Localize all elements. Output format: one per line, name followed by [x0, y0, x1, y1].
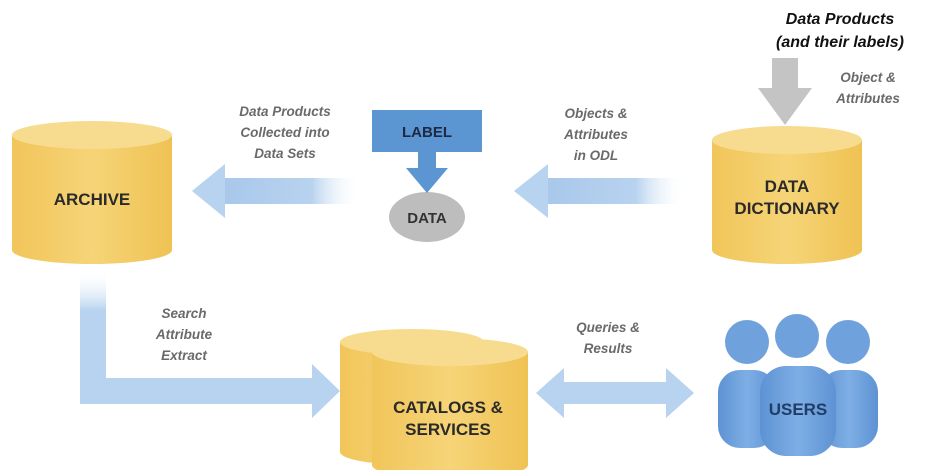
archive-cylinder: ARCHIVE — [12, 121, 172, 264]
dictionary-to-data-arrow — [514, 164, 685, 218]
caption-search-line3: Extract — [161, 348, 207, 363]
archive-to-catalogs-arrow — [80, 270, 340, 418]
catalogs-label-line1: CATALOGS & — [393, 398, 503, 417]
caption-data-products-line2: (and their labels) — [776, 34, 904, 51]
caption-objects-in-odl-line3: in ODL — [574, 148, 618, 163]
caption-data-products-collected: Data Products Collected into Data Sets — [239, 104, 331, 161]
caption-object-attributes-line1: Object & — [840, 70, 896, 85]
data-node: DATA — [389, 192, 465, 242]
users-icon: USERS — [718, 314, 878, 456]
users-label: USERS — [769, 400, 828, 419]
caption-search-extract: Search Attribute Extract — [155, 306, 213, 363]
archive-label: ARCHIVE — [54, 190, 131, 209]
caption-queries-results: Queries & Results — [576, 320, 640, 356]
caption-data-products-line1: Data Products — [786, 11, 895, 28]
catalogs-label-line2: SERVICES — [405, 420, 491, 439]
label-node: LABEL — [372, 110, 482, 193]
caption-object-attributes-line2: Attributes — [835, 91, 900, 106]
caption-queries-line1: Queries & — [576, 320, 640, 335]
gray-input-arrow — [758, 58, 812, 125]
caption-search-line2: Attribute — [155, 327, 213, 342]
caption-collected-line2: Collected into — [240, 125, 329, 140]
caption-collected-line1: Data Products — [239, 104, 331, 119]
caption-queries-line2: Results — [584, 341, 633, 356]
data-dictionary-label-line1: DATA — [765, 177, 810, 196]
caption-objects-in-odl-line2: Attributes — [563, 127, 628, 142]
queries-results-arrow — [536, 368, 694, 418]
data-dictionary-label-line2: DICTIONARY — [734, 199, 840, 218]
caption-objects-in-odl: Objects & Attributes in ODL — [563, 106, 628, 163]
data-dictionary-cylinder: DATA DICTIONARY — [712, 126, 862, 264]
caption-data-products-top: Data Products (and their labels) — [776, 11, 904, 51]
caption-search-line1: Search — [161, 306, 206, 321]
data-label: DATA — [407, 210, 447, 227]
catalogs-services-cylinder: CATALOGS & SERVICES — [340, 329, 528, 470]
caption-collected-line3: Data Sets — [254, 146, 316, 161]
caption-object-attributes: Object & Attributes — [835, 70, 900, 106]
data-to-archive-arrow — [192, 164, 360, 218]
caption-objects-in-odl-line1: Objects & — [564, 106, 627, 121]
label-box-label: LABEL — [402, 124, 452, 141]
